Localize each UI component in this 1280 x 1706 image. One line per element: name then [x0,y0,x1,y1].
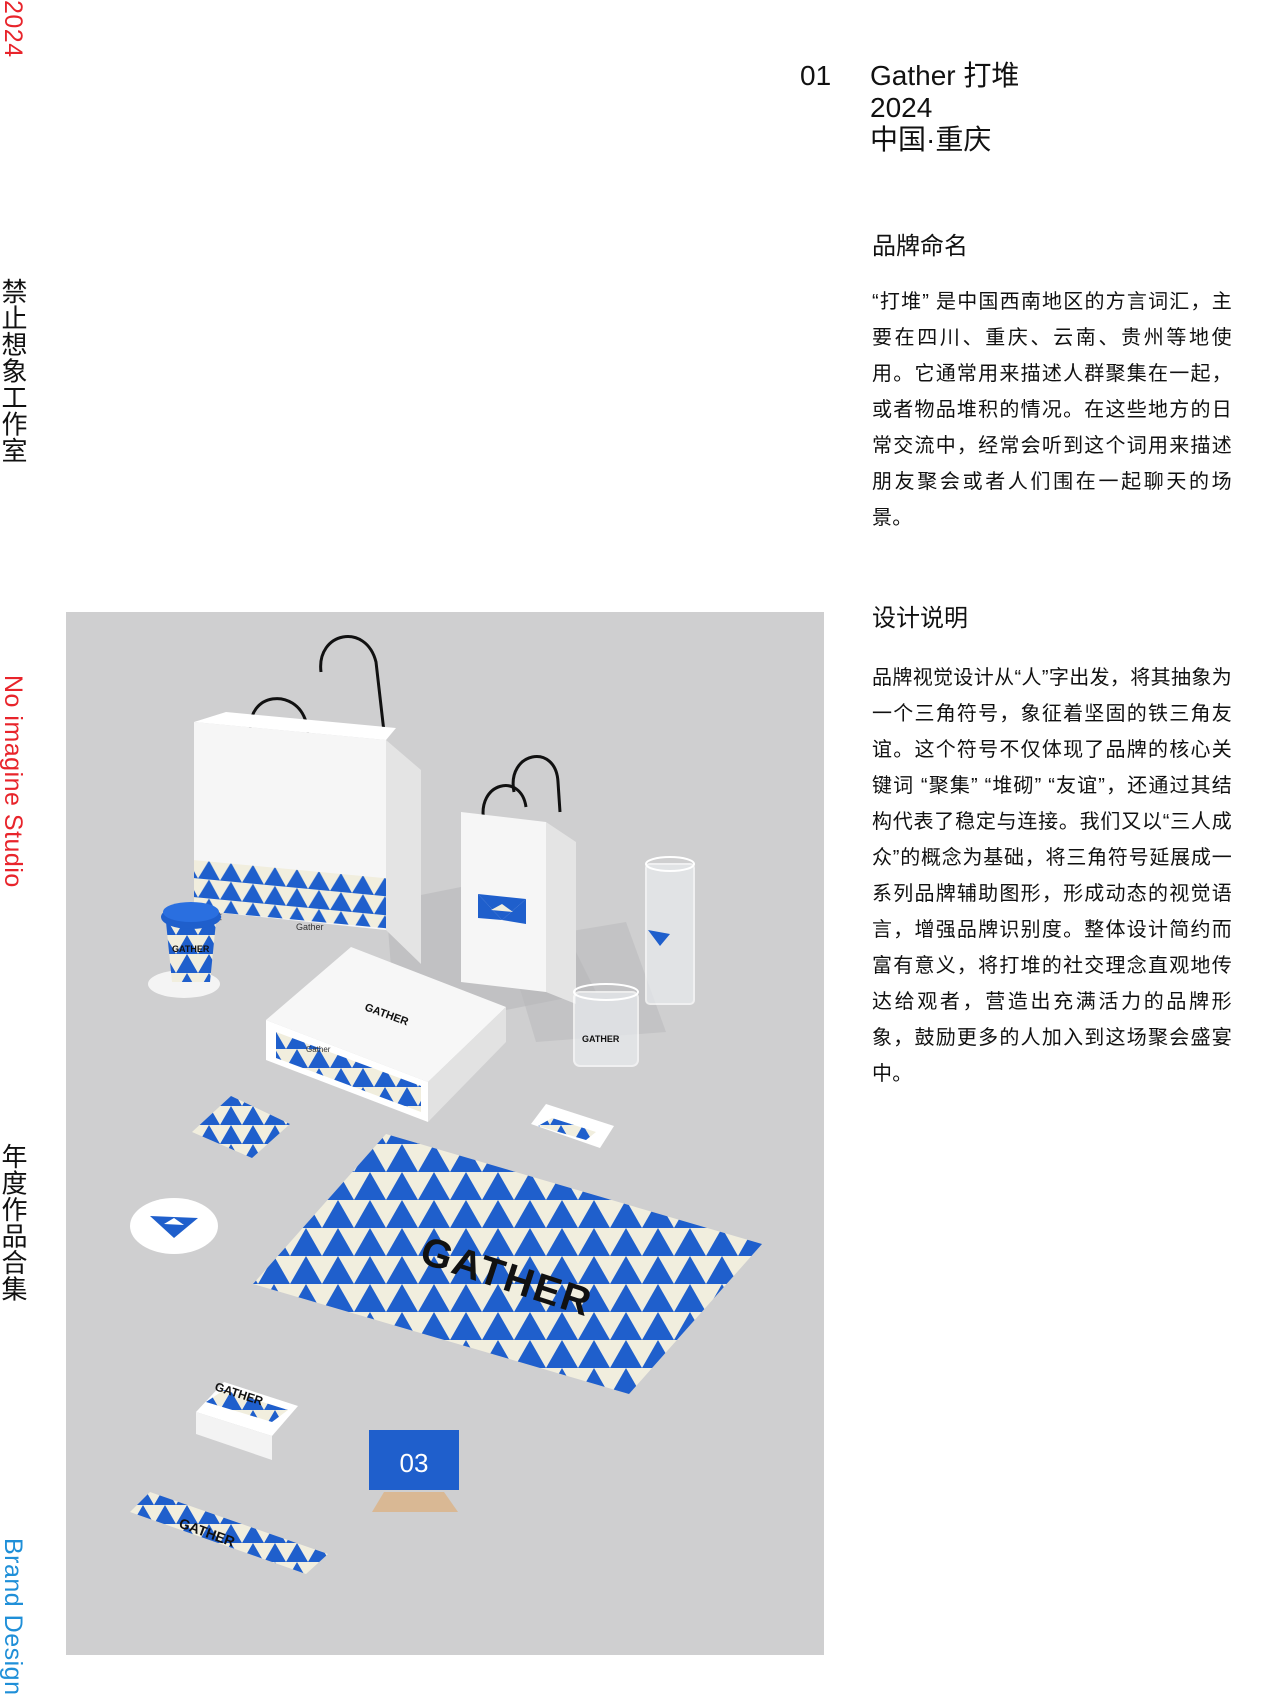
square-card [192,1096,290,1158]
naming-title: 品牌命名 [872,233,968,260]
side-brand-label: Brand Design [0,1538,27,1696]
short-glass: GATHER [573,983,639,1067]
side-studio-en-label: No imagine Studio [0,675,27,888]
side-studio-cn-label: 禁止想象工作室 [0,278,28,464]
tall-glass [645,856,695,1005]
placemat: GATHER [253,1134,762,1394]
side-year-label: 2024 [0,0,27,58]
side-annual-label: 年度作品合集 [0,1143,28,1302]
project-location: 中国·重庆 [870,124,992,155]
project-header: Gather 打堆 2024 中国·重庆 [870,60,1019,156]
table-number: 03 [400,1448,429,1478]
coffee-cup: GATHER [148,902,221,998]
small-box: GATHER [196,1380,298,1460]
glass-brand-word: GATHER [582,1034,620,1044]
box-small-word: Gather [306,1045,331,1054]
cup-brand-word: GATHER [172,944,210,954]
coaster [130,1198,218,1254]
design-title: 设计说明 [872,605,968,632]
bag-small-word: Gather [296,922,324,932]
table-number-sign: 03 [369,1430,459,1512]
design-paragraph: 品牌视觉设计从“人”字出发，将其抽象为一个三角符号，象征着坚固的铁三角友谊。这个… [872,667,1232,1085]
project-year: 2024 [870,92,933,123]
wrapper-strip: GATHER [130,1492,328,1574]
gift-box: GATHER Gather [266,947,506,1122]
large-shopping-bag: 打堆 Gather [194,635,421,964]
business-card [531,1104,614,1148]
small-shopping-bag [461,755,576,1004]
project-number: 01 [800,60,832,91]
brand-mockup-image: 打堆 Gather GATHER GATHER Gather [66,612,824,1655]
project-title: Gather 打堆 [870,60,1020,91]
naming-paragraph: “打堆” 是中国西南地区的方言词汇，主要在四川、重庆、云南、贵州等地使用。它通常… [872,291,1232,529]
